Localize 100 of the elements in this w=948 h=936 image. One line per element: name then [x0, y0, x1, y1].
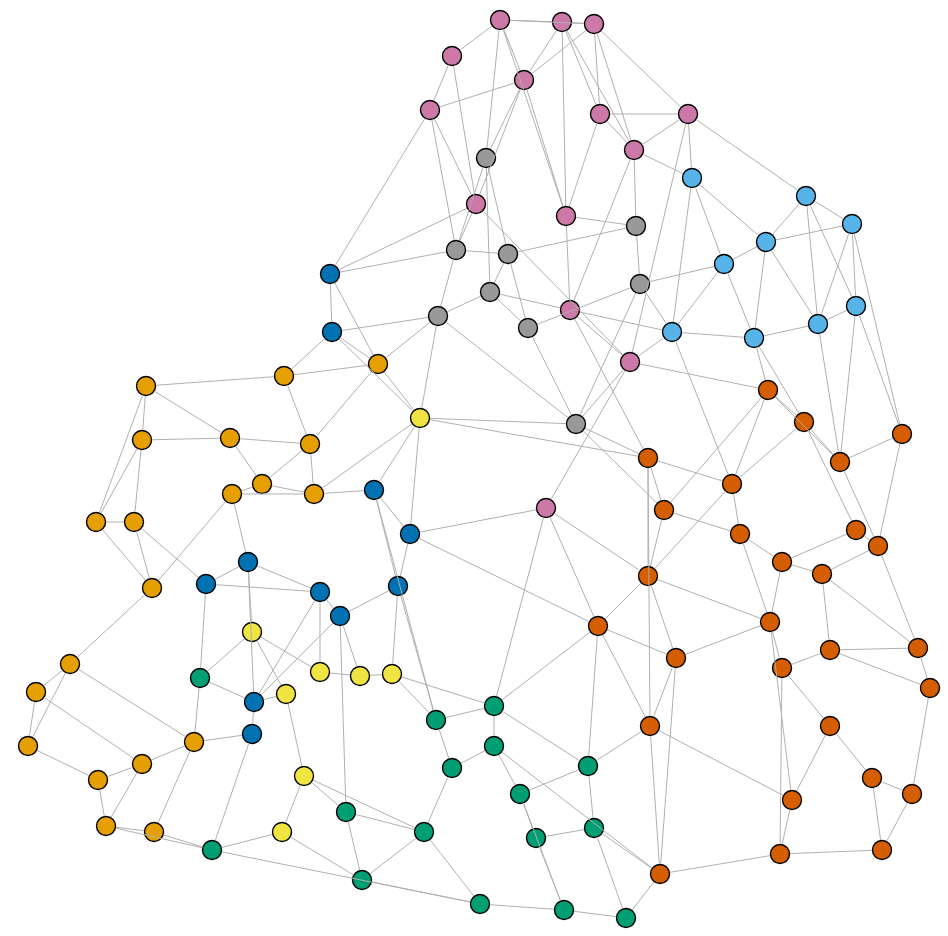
edge-line [554, 513, 640, 571]
network-node [419, 99, 441, 121]
edge-line [774, 396, 834, 456]
network-node [95, 815, 117, 837]
edge-line [252, 711, 254, 725]
edge-line [399, 543, 409, 577]
edge-line [260, 622, 334, 696]
edge-line [568, 123, 598, 207]
edge-line [339, 337, 371, 359]
edge-line [215, 584, 311, 592]
edge-line [532, 336, 572, 416]
edge-line [669, 855, 771, 873]
edge-line [789, 849, 873, 855]
edge-line [566, 30, 630, 142]
network-node [525, 827, 547, 849]
edge-line [323, 490, 365, 494]
edge-line [775, 225, 843, 241]
network-node [483, 735, 505, 757]
network-node [589, 103, 611, 125]
edge-line [398, 680, 430, 714]
edge-line [347, 821, 361, 871]
edge-line [221, 834, 273, 848]
network-node [241, 723, 263, 745]
network-node [891, 423, 913, 445]
edge-line [791, 564, 813, 572]
network-node [623, 139, 645, 161]
network-node [577, 755, 599, 777]
network-node [681, 167, 703, 189]
edge-line [342, 625, 358, 667]
edge-line [517, 227, 627, 253]
edge-line [105, 521, 125, 523]
edge-line [770, 631, 792, 791]
edge-line [163, 834, 203, 848]
network-node [367, 353, 389, 375]
edge-line [573, 158, 631, 301]
edge-line [376, 499, 434, 711]
edge-line [502, 710, 580, 761]
edge-line [429, 839, 475, 897]
edge-line [453, 65, 475, 195]
edge-line [459, 25, 493, 51]
network-node [819, 639, 841, 661]
edge-line [657, 460, 723, 482]
edge-line [681, 332, 745, 338]
edge-line [29, 701, 35, 737]
edge-line [326, 599, 334, 609]
edge-line [584, 427, 640, 455]
edge-line [601, 833, 653, 869]
edge-line [858, 315, 900, 425]
edge-line [498, 754, 516, 786]
network-node [665, 647, 687, 669]
network-node [901, 783, 923, 805]
network-node [441, 757, 463, 779]
edge-line [820, 233, 850, 315]
network-node [131, 429, 153, 451]
edge-line [814, 200, 844, 220]
edge-line [772, 203, 800, 235]
network-node [781, 789, 803, 811]
edge-line [256, 640, 282, 686]
edge-line [493, 715, 495, 737]
edge-line [639, 363, 759, 389]
network-node [637, 447, 659, 469]
edge-line [214, 743, 250, 841]
edge-line [550, 370, 626, 500]
edge-line [779, 677, 783, 845]
edge-line [879, 443, 901, 537]
edge-line [43, 697, 135, 759]
network-node [771, 657, 793, 679]
edge-line [588, 775, 594, 819]
edge-line [465, 250, 499, 254]
network-node [409, 407, 431, 429]
edge-line [775, 396, 797, 416]
network-node [243, 691, 265, 713]
edge-line [835, 733, 867, 771]
edge-line [872, 787, 882, 841]
edge-line [852, 233, 856, 297]
edge-line [781, 809, 791, 845]
edge-line [531, 29, 587, 75]
edge-line [606, 629, 668, 655]
edge-line [727, 272, 751, 330]
edge-line [287, 703, 303, 767]
edge-line [258, 600, 316, 694]
network-node [535, 497, 557, 519]
edge-line [502, 29, 564, 207]
edge-line [501, 751, 653, 869]
edge-line [672, 187, 692, 323]
network-node [271, 821, 293, 843]
edge-line [810, 429, 834, 455]
edge-line [790, 533, 848, 559]
network-node [551, 11, 573, 33]
network-node [351, 869, 373, 891]
edge-line [843, 470, 875, 538]
network-node [251, 473, 273, 495]
edge-line [863, 535, 871, 541]
edge-line [829, 579, 911, 643]
edge-line [99, 395, 143, 513]
network-node [729, 523, 751, 545]
edge-line [155, 376, 275, 386]
edge-line [134, 449, 142, 513]
edge-line [418, 537, 590, 622]
edge-line [482, 210, 624, 356]
